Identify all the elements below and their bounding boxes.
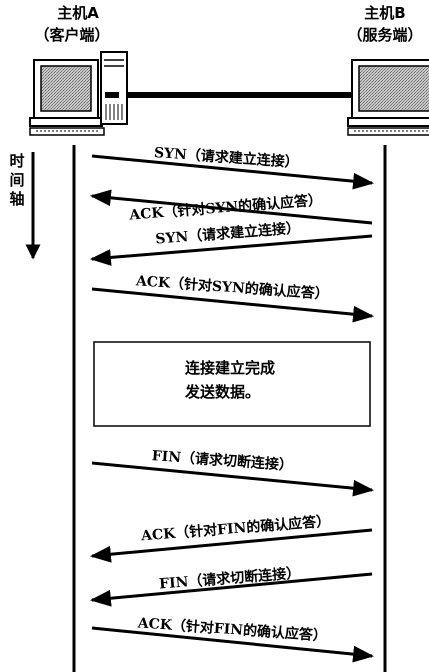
time-axis-char-2: 间 xyxy=(9,171,24,189)
message-arrow-3 xyxy=(89,234,373,266)
data-box-line-2: 发送数据。 xyxy=(184,383,260,401)
message-arrow-5 xyxy=(91,461,375,497)
msg-label-2: ACK（针对SYN的确认应答） xyxy=(128,191,323,223)
msg-label-8: ACK（针对FIN的确认应答） xyxy=(136,614,327,644)
msg-label-6: ACK（针对FIN的确认应答） xyxy=(140,513,331,545)
data-transfer-box xyxy=(93,341,371,427)
host-a-role: （客户端） xyxy=(34,26,109,44)
data-box-line-1: 连接建立完成 xyxy=(185,359,275,377)
computer-b-icon xyxy=(347,59,429,136)
host-b-name: 主机B xyxy=(364,4,405,22)
message-arrow-8 xyxy=(91,626,375,663)
time-axis-char-1: 时 xyxy=(9,152,24,170)
message-arrow-1 xyxy=(91,154,375,190)
time-axis-char-3: 轴 xyxy=(9,190,24,208)
msg-label-4: ACK（针对SYN的确认应答） xyxy=(134,272,329,302)
host-a-name: 主机A xyxy=(57,4,99,22)
msg-label-1: SYN（请求建立连接） xyxy=(153,144,299,171)
network-cable xyxy=(125,92,361,98)
message-arrow-6 xyxy=(89,528,373,563)
computer-a-icon xyxy=(29,51,128,136)
message-arrow-7 xyxy=(89,572,373,607)
message-arrow-2 xyxy=(89,189,373,225)
message-arrow-4 xyxy=(91,287,375,323)
host-b-role: （服务端） xyxy=(347,26,422,44)
